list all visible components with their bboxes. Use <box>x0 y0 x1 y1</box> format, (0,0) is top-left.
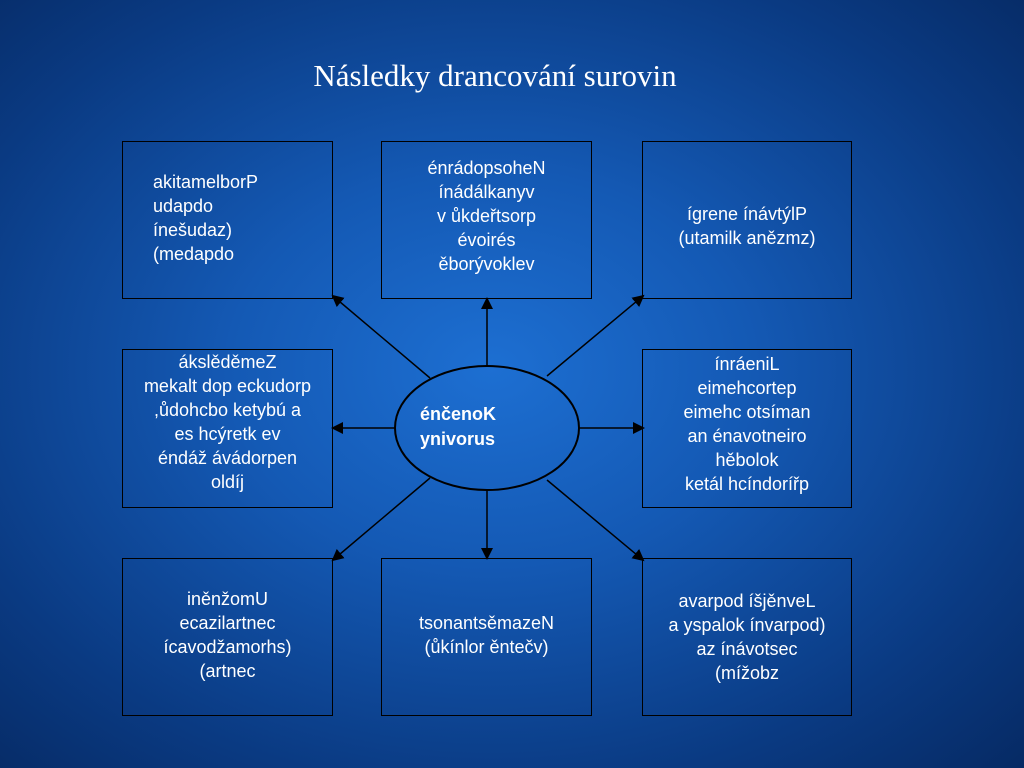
box-bottom-left: iněnžomU ecazilartnec ícavodžamorhs) (ar… <box>122 558 333 716</box>
diagram-title: Následky drancování surovin <box>313 58 677 93</box>
arrow-to-bottom-left <box>331 477 431 562</box>
box-bottom-middle: tsonantsěmazeN (ůkínlor ěntečv) <box>381 558 592 716</box>
center-label: énčenoK ynivorus <box>420 404 497 449</box>
arrow-to-top-left <box>331 294 431 379</box>
box-bottom-right: avarpod íšjěnveL a yspalok ínvarpod) az … <box>642 558 852 716</box>
box-top-right: ígrene ínávtýlP (utamilk anězmz) <box>642 141 852 299</box>
box-top-left: akitamelborP udapdo íneš­udaz) (medapdo <box>122 141 333 299</box>
box-mid-right: ínráeniL eimehcortep eimehc otsíman an é… <box>642 349 852 508</box>
box-mid-left: áksl­ěděmeZ mekalt dop eckudorp ,ůdohcbo… <box>122 349 333 508</box>
arrow-to-bottom-right <box>546 479 645 562</box>
box-top-middle: énrádopsoheN ínádálkanyv v ůkdeřtsorp év… <box>381 141 592 299</box>
arrow-to-top-right <box>546 294 645 377</box>
